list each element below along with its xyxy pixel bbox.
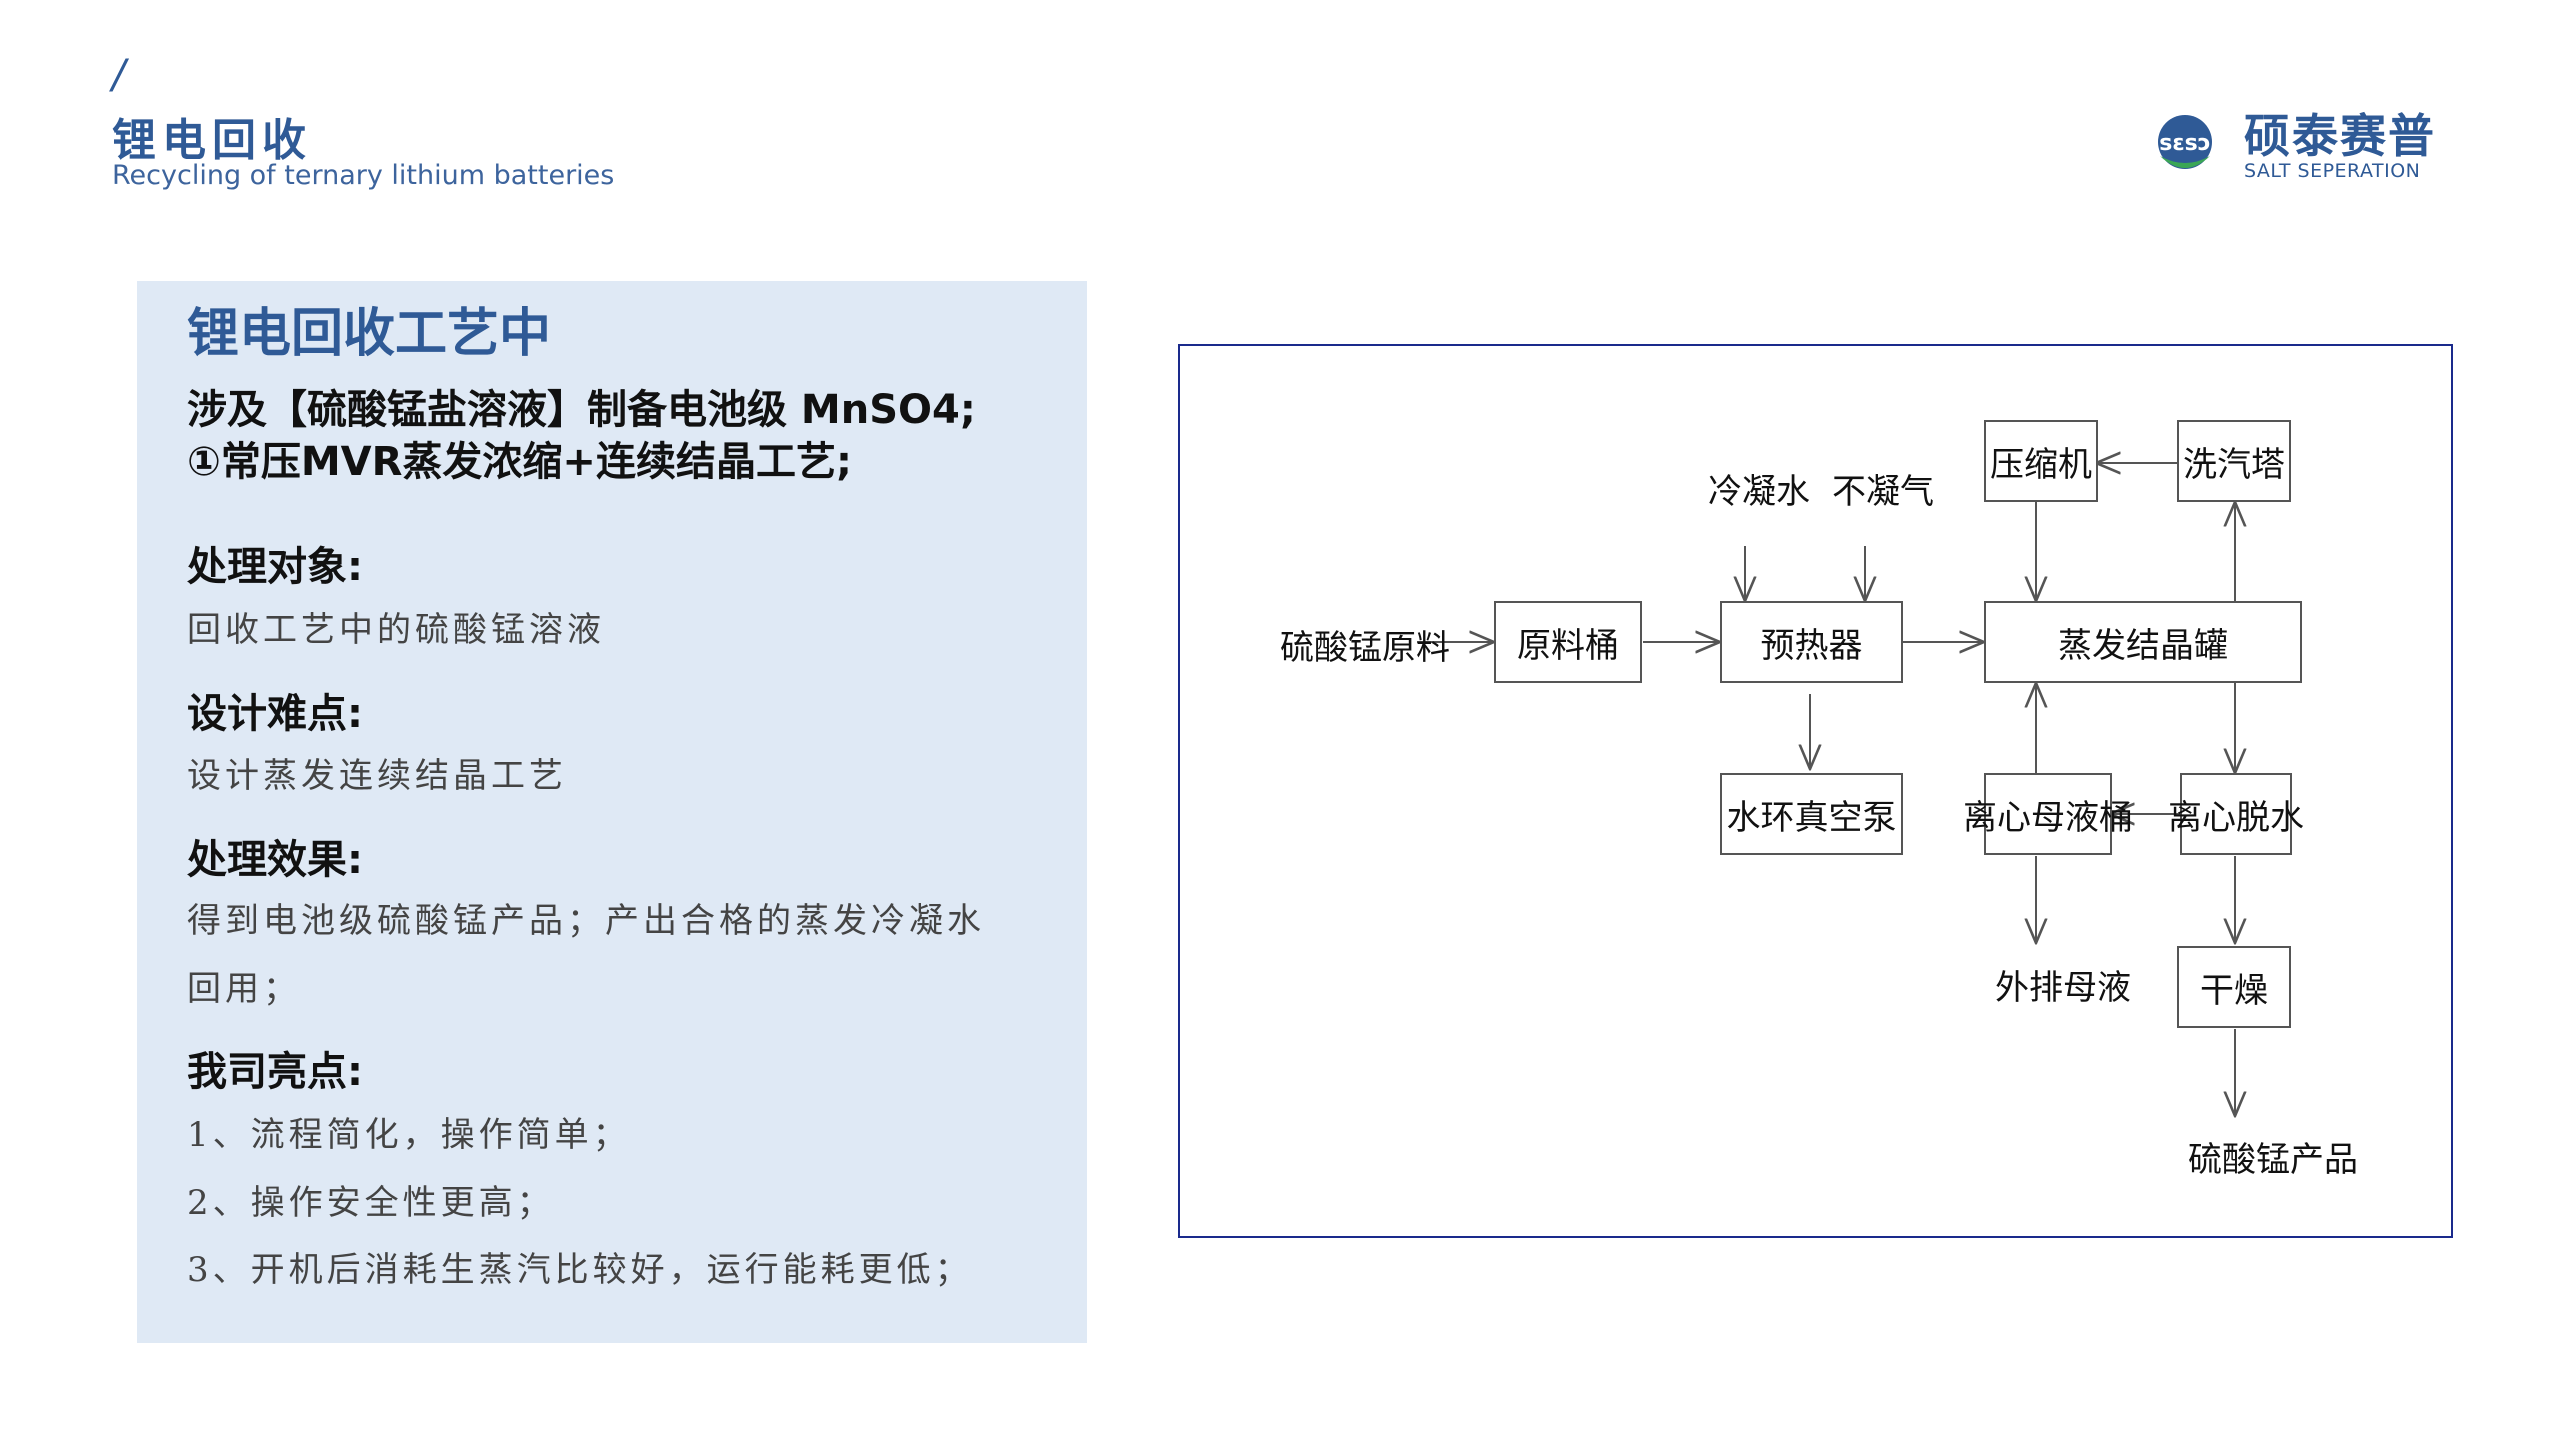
- logo-name-cn: 硕泰赛普: [2244, 109, 2436, 163]
- section-heading-effect: 处理效果:: [187, 837, 363, 883]
- panel-intro-line-2: ①常压MVR蒸发浓缩+连续结晶工艺;: [187, 439, 852, 485]
- panel-title: 锂电回收工艺中: [187, 304, 552, 364]
- node-raw-material: 硫酸锰原料: [1280, 628, 1450, 668]
- logo-name-en: SALT SEPERATION: [2244, 160, 2421, 182]
- node-discharge: 外排母液: [1995, 968, 2131, 1008]
- highlight-item-2: 2、操作安全性更高；: [187, 1183, 555, 1223]
- node-product: 硫酸锰产品: [2188, 1140, 2358, 1180]
- section-heading-highlights: 我司亮点:: [187, 1049, 363, 1095]
- page-subtitle: Recycling of ternary lithium batteries: [112, 160, 615, 191]
- company-logo: sɛsɔ: [2158, 115, 2212, 169]
- panel-intro-line-1: 涉及【硫酸锰盐溶液】制备电池级 MnSO4;: [187, 387, 976, 433]
- node-evaporator: 蒸发结晶罐: [1984, 601, 2302, 683]
- node-dryer: 干燥: [2177, 946, 2291, 1028]
- node-scrubber: 洗汽塔: [2177, 420, 2291, 502]
- highlight-item-1: 1、流程简化，操作简单；: [187, 1115, 631, 1155]
- section-heading-difficulty: 设计难点:: [187, 691, 363, 737]
- label-noncondensable: 不凝气: [1832, 472, 1934, 512]
- header-slash: /: [112, 52, 126, 98]
- page-title: 锂电回收: [112, 115, 312, 166]
- process-flow-diagram: 硫酸锰原料 原料桶 预热器 蒸发结晶罐 压缩机 洗汽塔 水环真空泵 离心母液桶 …: [1178, 344, 2453, 1238]
- description-panel: 锂电回收工艺中 涉及【硫酸锰盐溶液】制备电池级 MnSO4; ①常压MVR蒸发浓…: [137, 281, 1087, 1343]
- node-centrifuge: 离心脱水: [2168, 773, 2304, 855]
- section-text-effect-2: 回用；: [187, 969, 301, 1009]
- highlight-item-3: 3、开机后消耗生蒸汽比较好，运行能耗更低；: [187, 1250, 973, 1290]
- node-vacuum-pump: 水环真空泵: [1720, 773, 1903, 855]
- logo-text: 硕泰赛普 SALT SEPERATION: [2244, 112, 2436, 182]
- flow-arrows: [1417, 346, 2455, 1240]
- section-text-difficulty: 设计蒸发连续结晶工艺: [187, 756, 567, 796]
- section-heading-object: 处理对象:: [187, 544, 363, 590]
- section-text-object: 回收工艺中的硫酸锰溶液: [187, 610, 605, 650]
- node-preheater: 预热器: [1720, 601, 1903, 683]
- node-raw-tank: 原料桶: [1494, 601, 1642, 683]
- logo-mark-text: sɛsɔ: [2159, 131, 2210, 156]
- section-text-effect-1: 得到电池级硫酸锰产品；产出合格的蒸发冷凝水: [187, 901, 985, 941]
- node-mother-liquor-tank: 离心母液桶: [1963, 773, 2133, 855]
- label-condensate: 冷凝水: [1708, 472, 1810, 512]
- node-compressor: 压缩机: [1984, 420, 2098, 502]
